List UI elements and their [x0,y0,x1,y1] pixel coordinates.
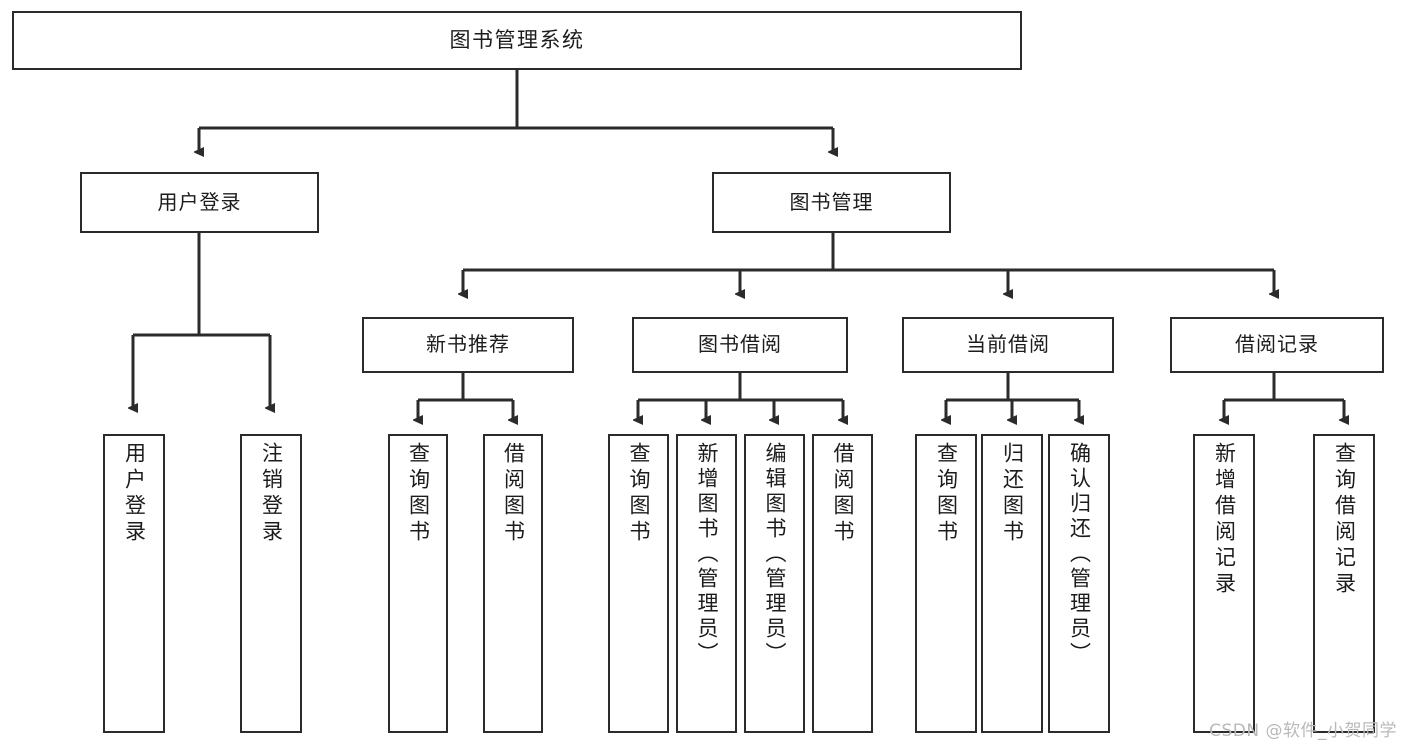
node-user-login[interactable]: 用户登录 [80,172,319,233]
node-label: 新书推荐 [426,332,510,357]
node-root-book-management-system[interactable]: 图书管理系统 [12,11,1022,70]
leaf-new-book-query[interactable]: 查询图书 [388,434,448,733]
leaf-book-borrow-add[interactable]: 新增图书（管理员） [676,434,737,733]
leaf-book-borrow-query[interactable]: 查询图书 [608,434,669,733]
leaf-user-login-login[interactable]: 用户登录 [103,434,165,733]
node-book-borrow[interactable]: 图书借阅 [632,317,848,373]
leaf-user-login-logout[interactable]: 注销登录 [240,434,302,733]
node-label: 用户登录 [157,189,242,214]
node-label: 借阅记录 [1235,332,1319,357]
node-label: 新增图书（管理员） [695,442,719,667]
node-new-book-recommend[interactable]: 新书推荐 [362,317,574,373]
node-label: 查询借阅记录 [1332,442,1357,598]
node-book-management[interactable]: 图书管理 [712,172,951,233]
node-label: 借阅图书 [501,442,526,546]
leaf-borrow-records-query[interactable]: 查询借阅记录 [1313,434,1375,733]
node-label: 图书管理系统 [449,28,585,53]
node-label: 借阅图书 [831,442,855,546]
leaf-current-borrow-confirm-return[interactable]: 确认归还（管理员） [1048,434,1110,733]
node-label: 确认归还（管理员） [1067,442,1092,667]
node-label: 查询图书 [934,442,959,546]
node-current-borrow[interactable]: 当前借阅 [902,317,1114,373]
node-label: 查询图书 [406,442,431,546]
leaf-current-borrow-return[interactable]: 归还图书 [981,434,1043,733]
node-label: 用户登录 [122,442,147,546]
node-label: 归还图书 [1000,442,1025,546]
node-borrow-records[interactable]: 借阅记录 [1170,317,1384,373]
leaf-current-borrow-query[interactable]: 查询图书 [915,434,977,733]
node-label: 编辑图书（管理员） [763,442,787,667]
leaf-book-borrow-borrow[interactable]: 借阅图书 [812,434,873,733]
node-label: 查询图书 [627,442,651,546]
leaf-new-book-borrow[interactable]: 借阅图书 [483,434,543,733]
node-label: 图书管理 [789,189,874,214]
node-label: 新增借阅记录 [1212,442,1237,598]
leaf-book-borrow-edit[interactable]: 编辑图书（管理员） [744,434,805,733]
node-label: 当前借阅 [966,332,1050,357]
node-label: 注销登录 [259,442,284,546]
node-label: 图书借阅 [698,332,782,357]
leaf-borrow-records-add[interactable]: 新增借阅记录 [1193,434,1255,733]
